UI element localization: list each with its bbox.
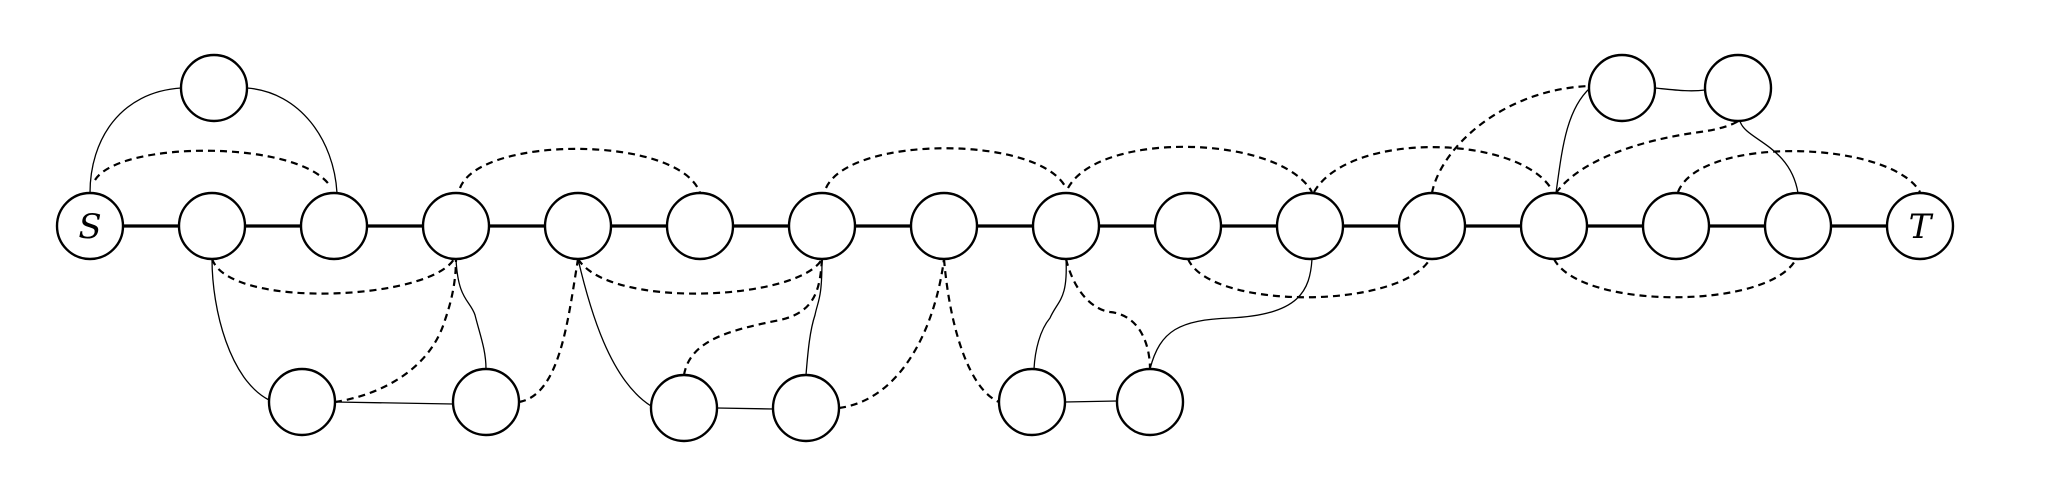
node-m7 <box>787 191 857 261</box>
node-bot5 <box>997 367 1067 437</box>
node-bot2 <box>451 367 521 437</box>
edge-solid-bot1-bot2 <box>334 401 454 405</box>
node-circle-m6 <box>665 191 735 261</box>
node-circle-bot6 <box>1115 367 1185 437</box>
edge-dashed-S-m3 <box>94 149 331 187</box>
node-label-T: T <box>1909 207 1934 247</box>
edge-dashed-m14-T <box>1676 150 1921 193</box>
edge-dashed-bot3-m7 <box>682 258 824 376</box>
node-m4 <box>421 191 491 261</box>
edge-solid-S-top1 <box>89 87 182 194</box>
edge-dashed-m12-top2 <box>1430 84 1590 194</box>
node-m13 <box>1519 191 1589 261</box>
edge-dashed-m13-m15 <box>1553 258 1797 299</box>
edge-solid-bot6-m11 <box>1149 258 1313 370</box>
node-bot6 <box>1115 367 1185 437</box>
node-circle-m4 <box>421 191 491 261</box>
node-circle-m8 <box>909 191 979 261</box>
edge-solid-m7-bot4 <box>805 258 823 376</box>
node-circle-m2 <box>177 191 247 261</box>
node-circle-m10 <box>1153 191 1223 261</box>
edge-solid-bot3-bot4 <box>716 407 774 410</box>
edge-dashed-m4-m6 <box>458 147 702 194</box>
node-circle-top3 <box>1703 53 1773 123</box>
edge-dashed-m2-m4 <box>210 258 455 295</box>
edge-dashed-m9-m11 <box>1067 145 1313 193</box>
node-circle-m11 <box>1275 191 1345 261</box>
node-circle-m15 <box>1763 191 1833 261</box>
node-circle-m5 <box>543 191 613 261</box>
node-circle-m7 <box>787 191 857 261</box>
node-circle-bot4 <box>771 373 841 443</box>
node-circle-m12 <box>1397 191 1467 261</box>
node-circle-top1 <box>179 53 249 123</box>
node-m12 <box>1397 191 1467 261</box>
edge-solid-bot5-bot6 <box>1064 400 1118 403</box>
node-circle-bot3 <box>649 373 719 443</box>
node-top2 <box>1587 53 1657 123</box>
node-circle-bot2 <box>451 367 521 437</box>
node-top1 <box>179 53 249 123</box>
node-m8 <box>909 191 979 261</box>
node-top3 <box>1703 53 1773 123</box>
edge-dashed-bot2-m5 <box>518 258 580 404</box>
edge-solid-m4-bot2 <box>455 258 487 370</box>
edge-dashed-m11-m13 <box>1313 146 1553 193</box>
node-circle-top2 <box>1587 53 1657 123</box>
node-m3 <box>299 191 369 261</box>
edge-solid-m5-bot3 <box>577 258 652 407</box>
node-circle-S <box>55 191 125 261</box>
edge-dashed-m8-bot5 <box>942 258 1000 404</box>
edge-solid-top2-top3 <box>1654 87 1706 92</box>
edge-dashed-bot1-m4 <box>334 258 458 404</box>
node-m15 <box>1763 191 1833 261</box>
edge-solid-m13-top2 <box>1555 87 1591 194</box>
edge-solid-m9-bot5 <box>1033 258 1067 370</box>
edge-dashed-m5-m7 <box>577 258 823 295</box>
node-circle-m3 <box>299 191 369 261</box>
edge-solid-top1-m3 <box>246 87 338 194</box>
edge-dashed-m10-m12 <box>1186 258 1431 299</box>
node-bot1 <box>267 367 337 437</box>
node-circle-m9 <box>1031 191 1101 261</box>
node-bot4 <box>771 373 841 443</box>
node-label-S: S <box>78 207 101 247</box>
node-m2 <box>177 191 247 261</box>
node-bot3 <box>649 373 719 443</box>
edge-dashed-m7-m9 <box>824 147 1067 189</box>
node-S: S <box>55 191 125 261</box>
node-m10 <box>1153 191 1223 261</box>
node-T: T <box>1885 191 1955 261</box>
node-circle-bot1 <box>267 367 337 437</box>
node-m5 <box>543 191 613 261</box>
edge-dashed-m13-top3 <box>1555 119 1740 194</box>
node-circle-T <box>1885 191 1955 261</box>
node-m6 <box>665 191 735 261</box>
node-m9 <box>1031 191 1101 261</box>
node-circle-m13 <box>1519 191 1589 261</box>
node-m14 <box>1641 191 1711 261</box>
edge-dashed-bot4-m8 <box>838 258 946 410</box>
edge-solid-m2-bot1 <box>211 258 270 401</box>
edge-dashed-m9-bot6 <box>1064 258 1152 370</box>
edges-layer <box>89 84 1921 410</box>
node-circle-m14 <box>1641 191 1711 261</box>
edge-solid-top3-m15 <box>1739 120 1799 194</box>
node-circle-bot5 <box>997 367 1067 437</box>
node-m11 <box>1275 191 1345 261</box>
